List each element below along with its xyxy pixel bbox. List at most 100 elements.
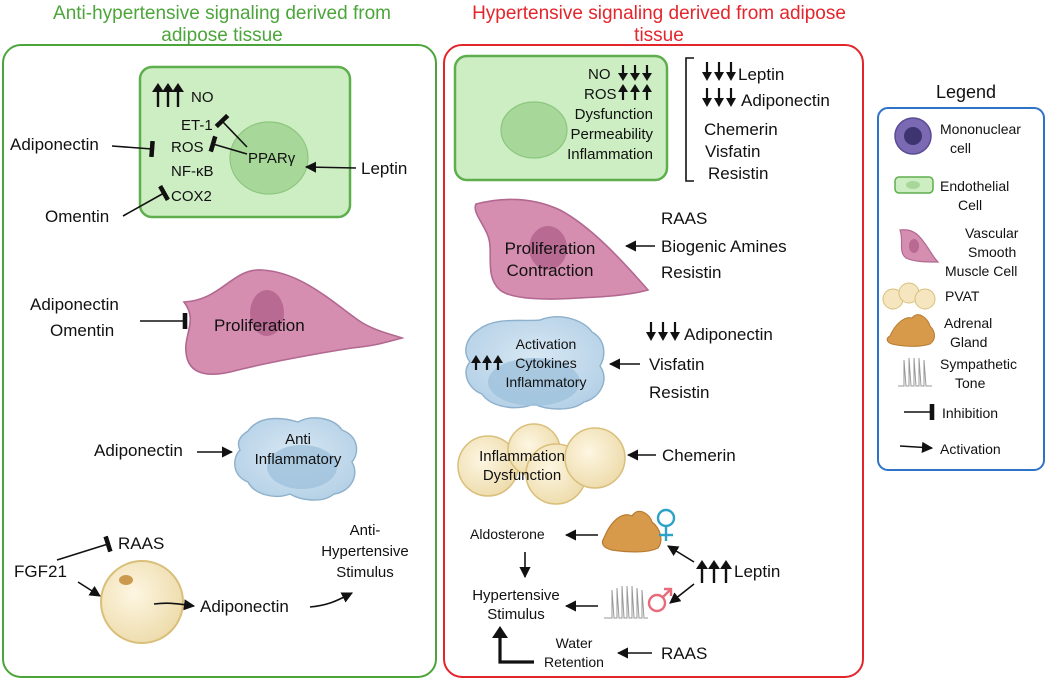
endothelial-cell-icon bbox=[894, 176, 934, 194]
label-omentin-sm: Omentin bbox=[50, 321, 114, 340]
female-symbol-icon bbox=[656, 508, 676, 541]
label-dysfunction-pvat: Dysfunction bbox=[483, 467, 561, 484]
label-water: Water bbox=[556, 635, 593, 651]
label-biogenic-amines: Biogenic Amines bbox=[661, 237, 787, 256]
label-stimulus: Stimulus bbox=[487, 606, 545, 623]
pvat-icon bbox=[457, 423, 626, 505]
label-cox2: COX2 bbox=[171, 188, 212, 205]
label-visfatin-mono: Visfatin bbox=[649, 355, 704, 374]
adiponectin-release-arrow bbox=[153, 599, 196, 611]
down-arrows-icon bbox=[702, 88, 736, 107]
legend-item-7-l1: Inhibition bbox=[942, 405, 998, 421]
right-panel-border bbox=[443, 44, 864, 678]
up-arrows-icon bbox=[152, 83, 184, 107]
legend-item-1-l1: Mononuclear bbox=[940, 121, 1021, 137]
nucleus-icon bbox=[267, 445, 337, 489]
left-title-line2: adipose tissue bbox=[161, 25, 282, 46]
nucleus-icon bbox=[500, 101, 568, 159]
mononuclear-cell bbox=[234, 417, 358, 501]
adipocyte-icon bbox=[100, 560, 184, 644]
inhibit-adiponectin-arrow bbox=[111, 140, 155, 158]
down-arrows-icon bbox=[702, 62, 736, 81]
label-leptin-bottom: Leptin bbox=[734, 562, 780, 581]
left-panel-border bbox=[2, 44, 437, 678]
label-adiponectin-mono-right: Adiponectin bbox=[684, 325, 773, 344]
label-contraction: Contraction bbox=[507, 261, 594, 280]
label-no-right: NO bbox=[588, 66, 611, 83]
legend-item-2-l1: Endothelial bbox=[940, 178, 1009, 194]
left-title-line1: Anti-hypertensive signaling derived from bbox=[53, 3, 391, 24]
up-arrows-icon bbox=[618, 84, 652, 100]
fgf21-activation-arrow bbox=[77, 581, 101, 597]
adrenal-gland-icon bbox=[601, 510, 662, 553]
bracket-icon bbox=[685, 57, 694, 182]
adrenal-gland-legend-icon bbox=[886, 314, 935, 347]
leptin-to-sympathetic-arrow bbox=[669, 583, 695, 604]
label-anti-hyp-1: Anti- bbox=[350, 522, 381, 539]
label-fgf21: FGF21 bbox=[14, 562, 67, 581]
down-arrows-icon bbox=[618, 65, 652, 81]
smooth-muscle-cell-right bbox=[474, 198, 650, 300]
label-leptin-bracket: Leptin bbox=[738, 65, 784, 84]
nucleus-icon bbox=[250, 290, 284, 336]
label-inflammation: Inflammation bbox=[567, 146, 653, 163]
nucleus-icon bbox=[488, 358, 580, 406]
label-anti: Anti bbox=[285, 431, 311, 448]
label-permeability: Permeability bbox=[570, 126, 653, 143]
legend-title: Legend bbox=[936, 82, 996, 102]
water-to-hypertensive-arrow bbox=[498, 634, 534, 664]
label-resistin-mono: Resistin bbox=[649, 383, 709, 402]
label-inflammation-pvat: Inflammation bbox=[479, 448, 565, 465]
pvat-legend-icon bbox=[882, 282, 936, 310]
label-raas-sm: RAAS bbox=[661, 209, 707, 228]
legend-item-2-l2: Cell bbox=[958, 197, 982, 213]
label-aldosterone: Aldosterone bbox=[470, 526, 545, 542]
leptin-activation-arrow bbox=[304, 161, 357, 173]
legend-item-3-l1: Vascular bbox=[965, 225, 1019, 241]
label-hypertensive: Hypertensive bbox=[472, 587, 560, 604]
inhibit-et1-arrow bbox=[214, 113, 248, 148]
down-arrows-icon bbox=[646, 322, 680, 341]
legend-item-8-l1: Activation bbox=[940, 441, 1001, 457]
label-ros-right: ROS bbox=[584, 86, 617, 103]
label-chemerin-pvat: Chemerin bbox=[662, 446, 736, 465]
endothelial-cell-right bbox=[453, 54, 669, 182]
label-resistin-bracket: Resistin bbox=[708, 164, 768, 183]
sympathetic-tone-icon bbox=[604, 585, 648, 619]
inhibit-raas-arrow bbox=[56, 535, 113, 561]
left-panel: Anti-hypertensive signaling derived from… bbox=[2, 3, 437, 678]
label-adiponectin-fgf: Adiponectin bbox=[200, 597, 289, 616]
nucleus-icon bbox=[529, 226, 567, 270]
label-inflammatory: Inflammatory bbox=[255, 451, 342, 468]
nucleus-icon bbox=[229, 121, 309, 195]
anti-hypertensive-arrow bbox=[309, 592, 354, 608]
water-to-hypertensive-arrowhead bbox=[492, 626, 508, 638]
mononuclear-cell-icon bbox=[894, 117, 932, 155]
label-omentin-input: Omentin bbox=[45, 207, 109, 226]
label-adiponectin-mono: Adiponectin bbox=[94, 441, 183, 460]
legend-item-3-l3: Muscle Cell bbox=[945, 263, 1017, 279]
leptin-to-adrenal-arrow bbox=[667, 545, 695, 563]
smooth-muscle-cell bbox=[182, 269, 405, 376]
inhibit-omentin-arrow bbox=[122, 184, 170, 217]
label-et1: ET-1 bbox=[181, 117, 213, 134]
inhibit-ros-arrow bbox=[208, 135, 248, 155]
label-chemerin-bracket: Chemerin bbox=[704, 120, 778, 139]
legend-item-5-l2: Gland bbox=[950, 334, 987, 350]
right-title-line1: Hypertensive signaling derived from adip… bbox=[472, 3, 846, 24]
label-resistin-sm: Resistin bbox=[661, 263, 721, 282]
legend-item-4-l1: PVAT bbox=[945, 288, 980, 304]
label-anti-hyp-3: Stimulus bbox=[336, 564, 394, 581]
label-proliferation: Proliferation bbox=[214, 316, 305, 335]
smooth-muscle-cell-icon bbox=[899, 229, 940, 263]
activation-legend-icon bbox=[899, 441, 934, 453]
label-adiponectin-input: Adiponectin bbox=[10, 135, 99, 154]
label-inflammatory-right: Inflammatory bbox=[506, 374, 587, 390]
up-arrows-icon bbox=[696, 560, 732, 583]
legend-item-6-l1: Sympathetic bbox=[940, 356, 1017, 372]
label-leptin-input: Leptin bbox=[361, 159, 407, 178]
label-proliferation-right: Proliferation bbox=[505, 239, 596, 258]
endothelial-cell bbox=[138, 65, 352, 219]
mononuclear-cell-right bbox=[465, 316, 605, 410]
